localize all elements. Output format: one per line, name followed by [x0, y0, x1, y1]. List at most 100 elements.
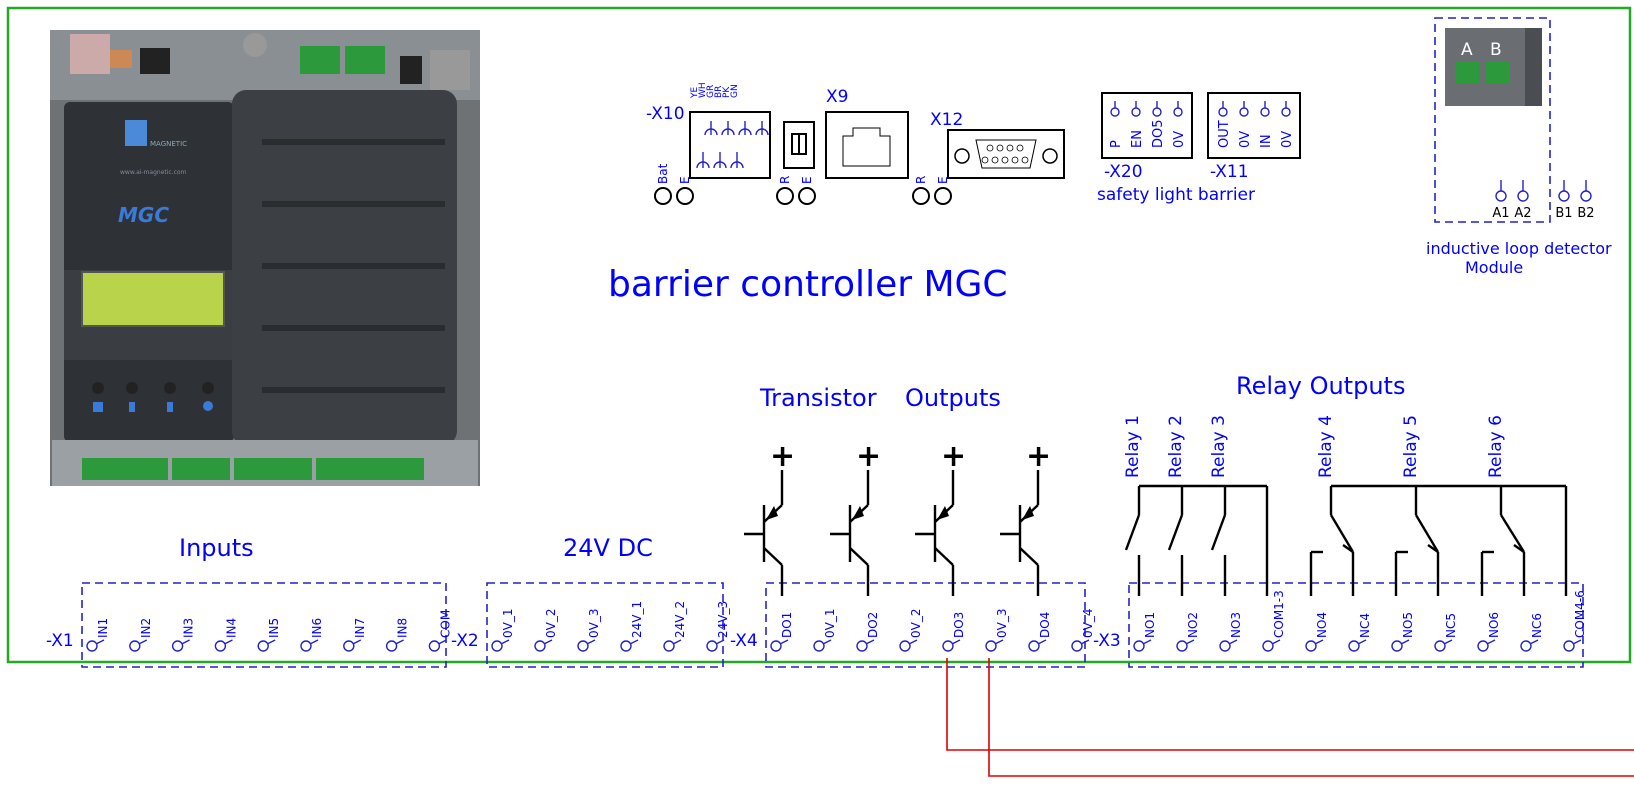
x12-led-label-r: R	[914, 176, 928, 184]
x1-pin-label-com: COM	[438, 610, 452, 638]
x4-pin-label-0v-2: 0V_2	[909, 609, 923, 638]
x9-led-label-r: R	[778, 176, 792, 184]
relay-outputs-title: Relay Outputs	[1236, 372, 1405, 400]
x3-pin-no4	[1305, 640, 1317, 652]
loop-detector-box	[1434, 17, 1551, 223]
x2-terminal-label: -X2	[451, 631, 479, 651]
x9-led-label-e: E	[800, 176, 814, 184]
photo-url-text: www.ai-magnetic.com	[120, 169, 187, 176]
photo-brand-text: MAGNETIC	[150, 140, 187, 148]
x1-pin-in2	[129, 640, 141, 652]
x3-pin-label-no5: NO5	[1401, 612, 1415, 638]
transistor-3: +	[915, 439, 966, 596]
transistor-outputs: ++++	[744, 439, 1051, 596]
x12-label: X12	[930, 110, 963, 130]
module-frame	[6, 6, 1632, 664]
relay-label-5: Relay 5	[1401, 415, 1421, 478]
x2-pin-24v-3	[706, 640, 718, 652]
x10-wire-br: BR	[714, 86, 724, 98]
x2-pin-24v-2	[663, 640, 675, 652]
x3-pin-label-no1: NO1	[1143, 612, 1157, 638]
x11-pin-0v	[1281, 107, 1291, 117]
diagram-title: barrier controller MGC	[608, 264, 1008, 305]
wire-0v-3	[988, 658, 1634, 777]
x4-pin-label-0v-3: 0V_3	[995, 609, 1009, 638]
x2-pin-0v-1	[491, 640, 503, 652]
x1-pin-in4	[214, 640, 227, 652]
relay-label-4: Relay 4	[1316, 415, 1336, 478]
x3-pin-label-no4: NO4	[1315, 612, 1329, 638]
x12-led-r	[912, 187, 930, 205]
x3-pin-nc6	[1520, 640, 1532, 652]
loop-detector-photo: A B	[1445, 28, 1542, 106]
x3-pin-com4-6	[1563, 640, 1575, 652]
x4-pin-0v-3	[985, 640, 997, 652]
photo-logo-text: MGC	[118, 203, 169, 227]
loop-photo-label-a: A	[1461, 40, 1473, 60]
x10-wire-ye: YE	[690, 87, 700, 99]
x3-pin-nc5	[1434, 640, 1446, 652]
x20-label: -X20	[1104, 162, 1143, 182]
outputs-title: Outputs	[905, 384, 1001, 412]
x10-led-label-e: E	[678, 176, 692, 184]
x1-pin-in6	[300, 640, 312, 652]
x2-pin-0v-3	[577, 640, 589, 652]
x12-led-label-e: E	[936, 176, 950, 184]
transistor-1: +	[744, 439, 795, 596]
x4-pin-label-do4: DO4	[1038, 612, 1052, 638]
x1-pin-label-in4: IN4	[224, 618, 238, 638]
x4-terminal-label: -X4	[730, 631, 758, 651]
x1-terminal-box	[81, 582, 447, 668]
x2-pin-0v-2	[534, 640, 546, 652]
x10-label: -X10	[646, 104, 685, 124]
relay-label-2: Relay 2	[1166, 415, 1186, 478]
x3-terminal-box	[1128, 582, 1584, 668]
x1-pin-label-in3: IN3	[182, 618, 196, 638]
x20-pin-do5	[1152, 107, 1162, 117]
x1-pin-label-in8: IN8	[396, 618, 410, 638]
x11-label: -X11	[1210, 162, 1249, 182]
loop-pin-label-b2: B2	[1577, 206, 1594, 221]
x1-pin-in5	[257, 640, 269, 652]
x4-pin-do2	[856, 640, 868, 652]
x4-pin-label-do3: DO3	[952, 612, 966, 638]
x12-led-e	[934, 187, 952, 205]
transistor-plus-sign: +	[856, 439, 881, 474]
x11-pin-in	[1260, 107, 1270, 117]
x3-pin-label-nc5: NC5	[1444, 613, 1458, 638]
x3-pin-label-com4-6: COM4-6	[1573, 590, 1587, 638]
x20-pin-0v	[1173, 107, 1183, 117]
x11-pin-label-0v: 0V	[1238, 131, 1253, 148]
x1-pin-label-in1: IN1	[96, 618, 110, 638]
x20-pin-label-en: EN	[1130, 130, 1145, 148]
x1-pin-label-in2: IN2	[139, 618, 153, 638]
x20-pin-en	[1131, 107, 1141, 117]
x4-pin-do1	[770, 640, 782, 652]
x11-pin-label-0v: 0V	[1280, 131, 1295, 148]
inputs-title: Inputs	[179, 534, 254, 562]
x4-pin-0v-4	[1071, 640, 1083, 652]
dc-title: 24V DC	[563, 534, 653, 562]
x1-terminal-label: -X1	[46, 631, 74, 651]
loop-pin-a1	[1495, 190, 1507, 202]
x4-pin-do3	[942, 640, 954, 652]
x10-led-e	[676, 187, 694, 205]
x2-pin-label-24v-3: 24V_3	[716, 601, 730, 638]
controller-photo: MGC MAGNETIC www.ai-magnetic.com	[50, 30, 480, 486]
x2-terminal-box	[486, 582, 724, 668]
x3-pin-label-no3: NO3	[1229, 612, 1243, 638]
x2-pin-label-0v-3: 0V_3	[587, 609, 601, 638]
x1-pin-in7	[343, 640, 355, 652]
x3-pin-label-no2: NO2	[1186, 612, 1200, 638]
x2-pin-label-24v-1: 24V_1	[630, 601, 644, 638]
x20-pin-p	[1110, 107, 1120, 117]
x9-label: X9	[826, 87, 848, 107]
x9-led-r	[776, 187, 794, 205]
x1-pin-in3	[171, 640, 184, 652]
